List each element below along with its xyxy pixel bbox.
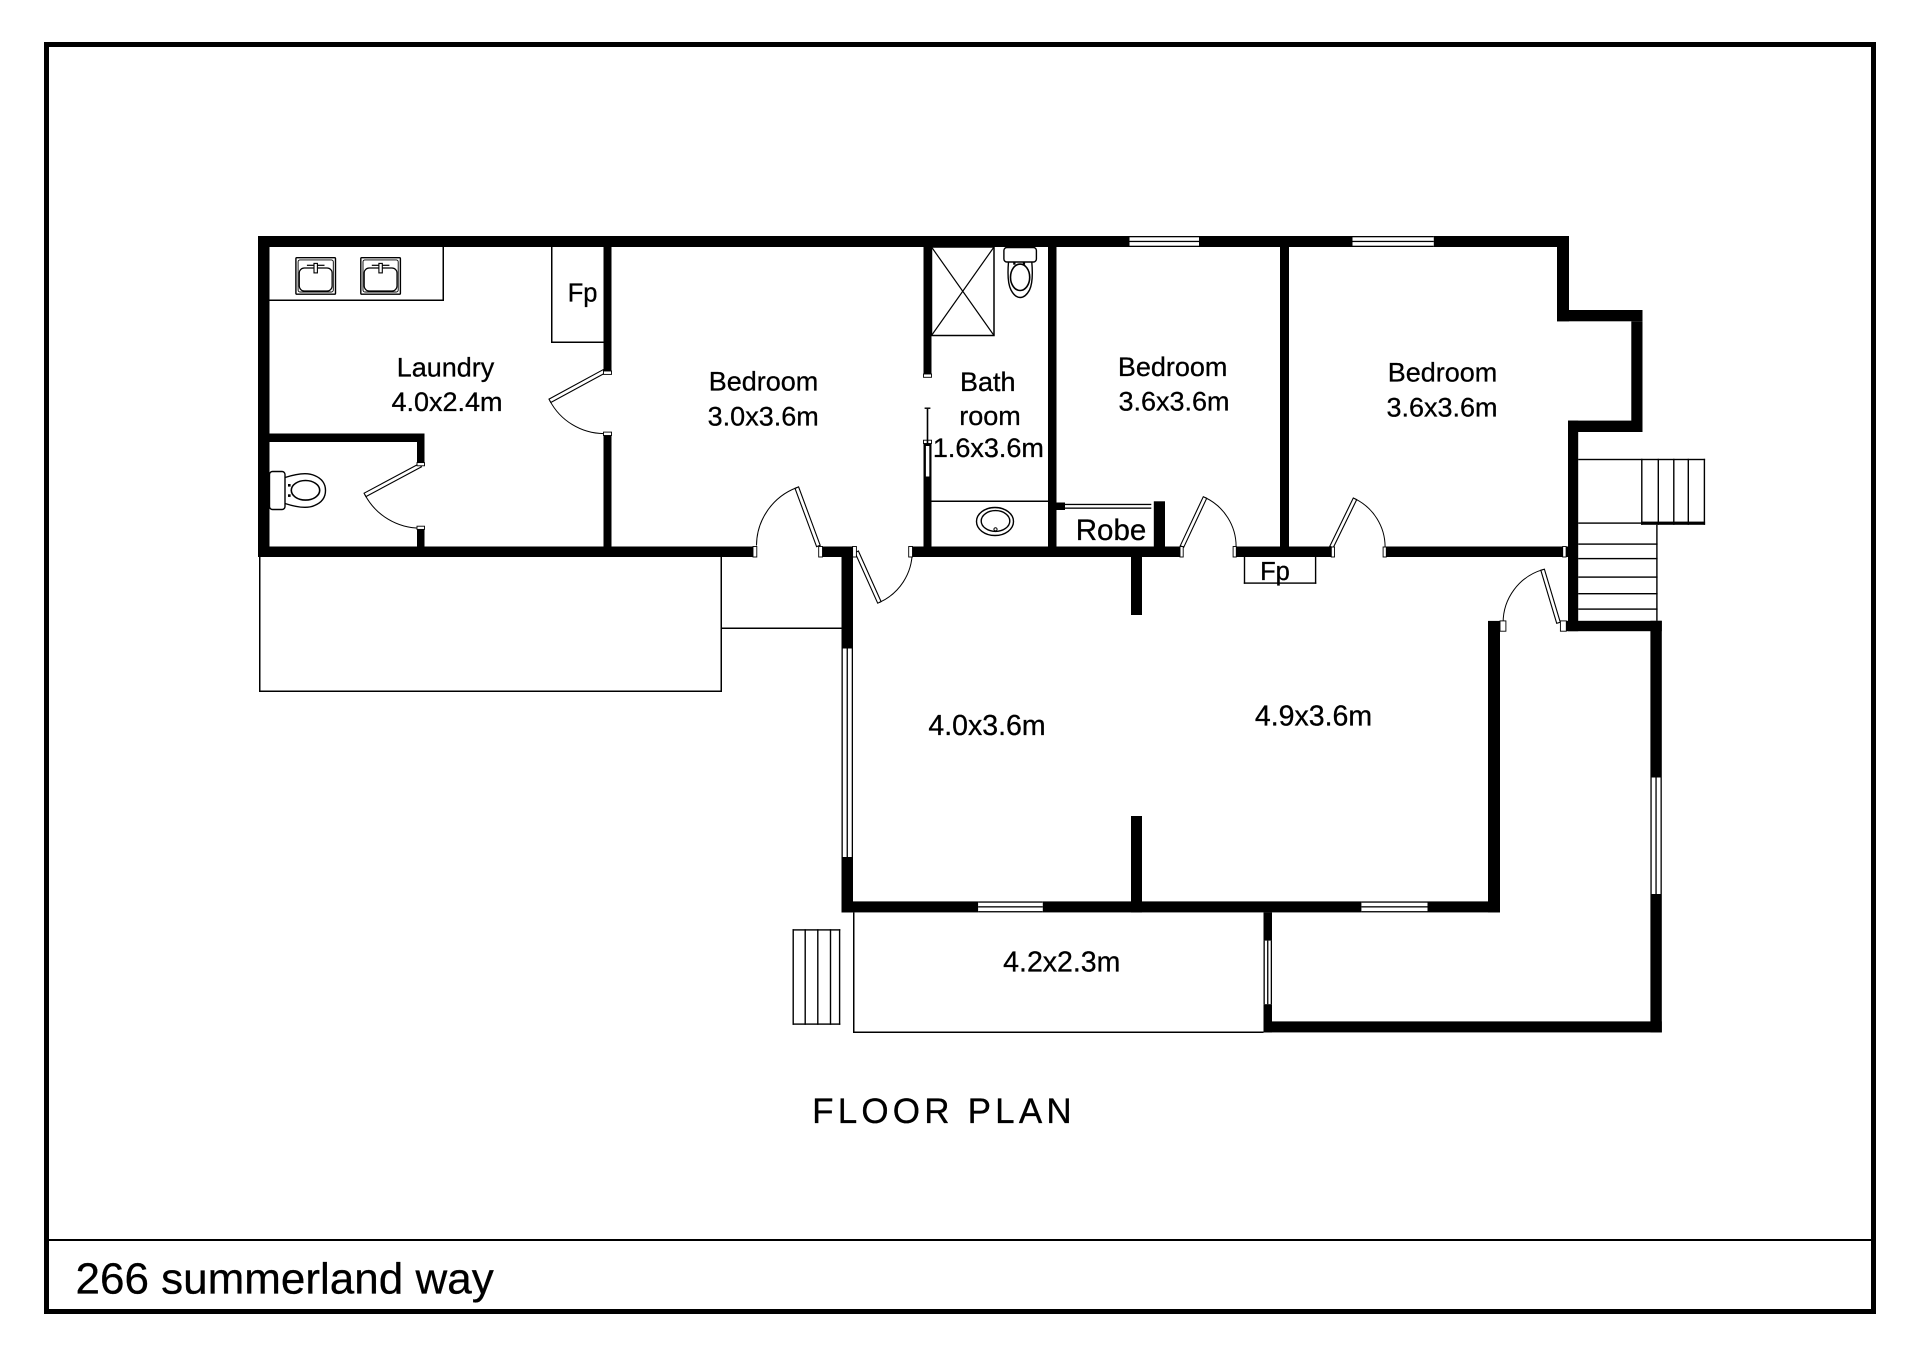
svg-text:1.6x3.6m: 1.6x3.6m: [933, 433, 1044, 463]
svg-text:Robe: Robe: [1076, 514, 1147, 547]
svg-text:4.9x3.6m: 4.9x3.6m: [1255, 701, 1372, 733]
svg-text:Laundry: Laundry: [397, 353, 495, 383]
svg-text:Fp: Fp: [1260, 558, 1290, 586]
svg-text:266 summerland way: 266 summerland way: [76, 1255, 494, 1304]
svg-text:FLOOR PLAN: FLOOR PLAN: [812, 1092, 1076, 1131]
svg-text:4.2x2.3m: 4.2x2.3m: [1003, 947, 1120, 979]
svg-text:3.6x3.6m: 3.6x3.6m: [1386, 393, 1497, 423]
svg-text:room: room: [959, 401, 1021, 431]
svg-text:3.0x3.6m: 3.0x3.6m: [708, 401, 819, 431]
svg-text:Bedroom: Bedroom: [709, 366, 819, 396]
svg-text:4.0x3.6m: 4.0x3.6m: [928, 710, 1045, 742]
svg-text:Fp: Fp: [568, 280, 598, 308]
svg-text:3.6x3.6m: 3.6x3.6m: [1118, 386, 1229, 416]
svg-text:4.0x2.4m: 4.0x2.4m: [391, 387, 502, 417]
svg-text:Bath: Bath: [960, 367, 1016, 397]
svg-text:Bedroom: Bedroom: [1388, 358, 1498, 388]
svg-text:Bedroom: Bedroom: [1118, 352, 1228, 382]
